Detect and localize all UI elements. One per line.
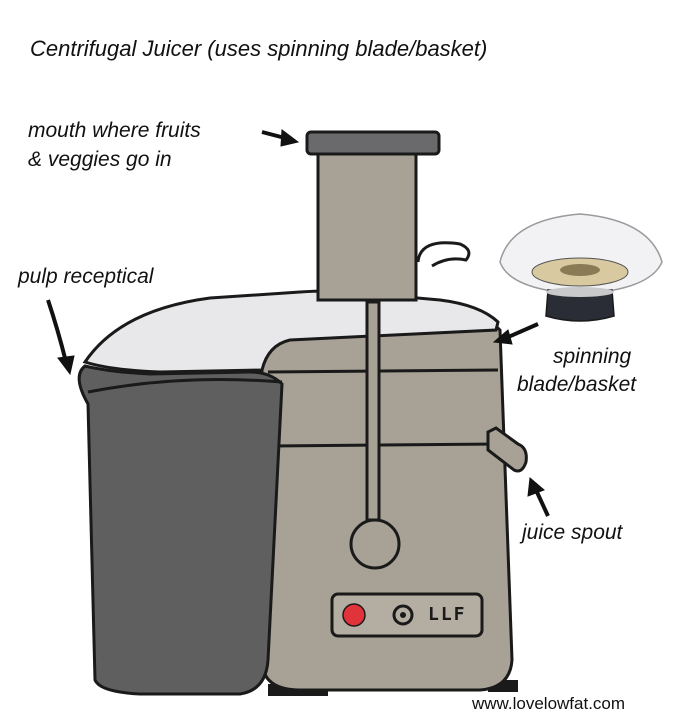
label-spout: juice spout: [522, 521, 623, 544]
spinning-basket-inset: [499, 213, 663, 322]
basket-base-ring: [546, 287, 614, 297]
juicer-lid: [82, 289, 500, 374]
site-url: www.lovelowfat.com: [472, 694, 626, 713]
arrow-mouth: [261, 129, 300, 147]
label-blade-line2: blade/basket: [517, 373, 637, 396]
label-mouth-line1: mouth where fruits: [28, 119, 201, 142]
chute-handle: [416, 241, 471, 268]
label-mouth-line2: & veggies go in: [28, 148, 172, 171]
locking-arm-knob: [349, 518, 401, 570]
label-blade-line1: spinning: [553, 345, 632, 368]
pulp-bin: [77, 364, 284, 696]
arrow-blade: [492, 322, 539, 345]
power-button: [342, 603, 366, 627]
locking-arm: [365, 300, 381, 522]
pulp-bin-rim: [87, 378, 283, 394]
body-seam-middle: [271, 442, 501, 448]
feed-chute: [316, 148, 418, 302]
arrow-pulp: [46, 299, 75, 376]
label-pulp: pulp receptical: [18, 265, 154, 288]
brand-badge: LLF: [428, 604, 467, 625]
arrow-spout: [527, 477, 550, 517]
diagram-title: Centrifugal Juicer (uses spinning blade/…: [30, 36, 488, 61]
juice-spout: [486, 426, 528, 473]
basket-blade-center: [560, 264, 600, 276]
mouth-cap: [305, 130, 441, 156]
basket-base: [545, 289, 615, 322]
speed-dial-center: [400, 612, 406, 618]
body-seam-upper: [267, 368, 499, 374]
